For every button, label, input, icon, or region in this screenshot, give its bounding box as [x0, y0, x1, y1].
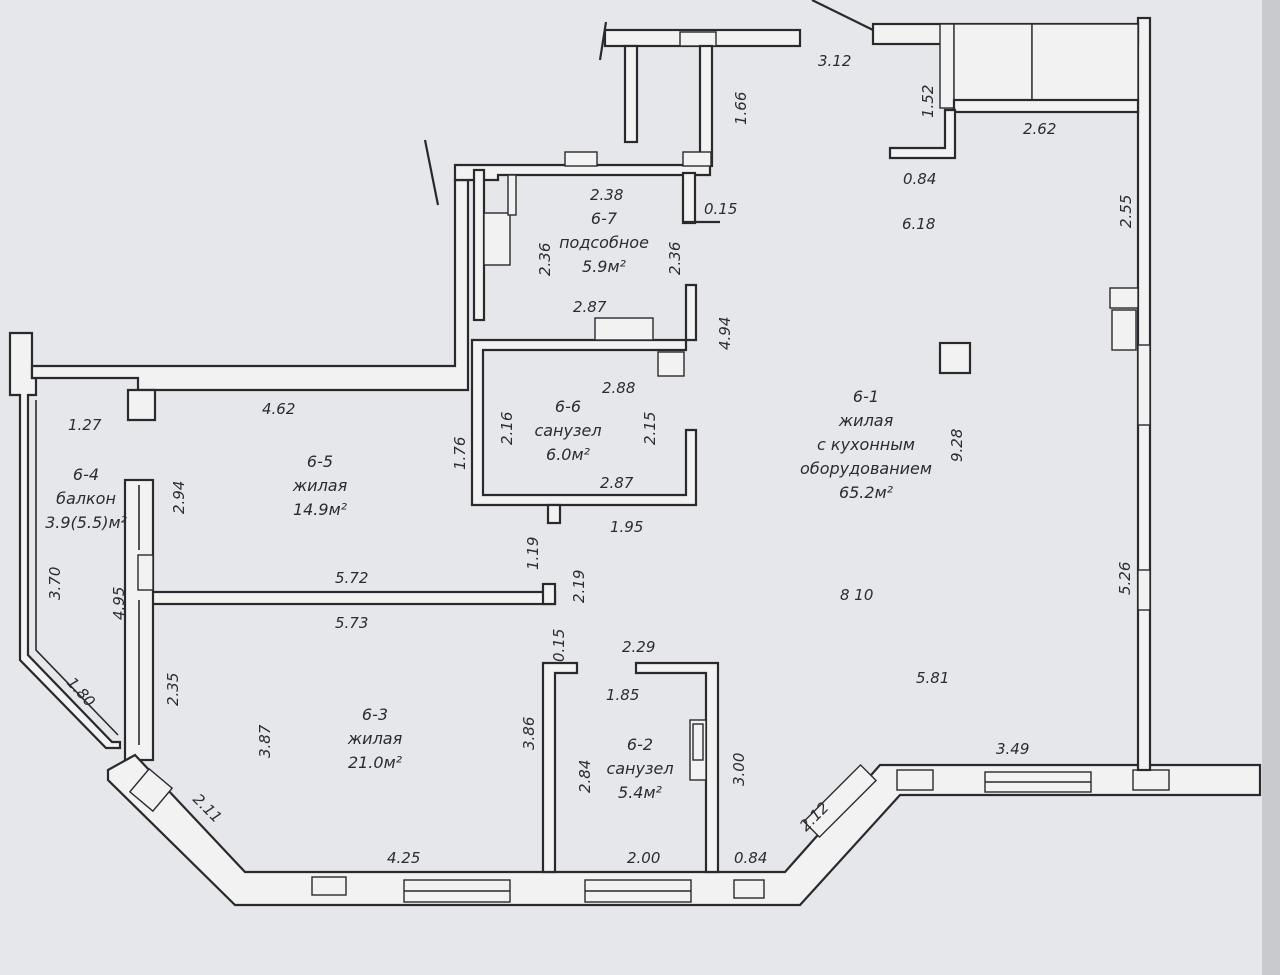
dim-3-12: 3.12 — [818, 52, 851, 70]
room-label-line: балкон — [56, 489, 116, 508]
dim-2-55: 2.55 — [1117, 195, 1135, 228]
dim-0-15-mid: 0.15 — [550, 629, 568, 662]
dim-3-70: 3.70 — [46, 567, 64, 600]
table-background — [1262, 0, 1280, 975]
dim-6-18: 6.18 — [902, 215, 935, 233]
room-label-line: 3.9(5.5)м² — [45, 513, 127, 532]
dim-4-25: 4.25 — [387, 849, 420, 867]
room-6-7-label: 6-7 подсобное 5.9м² — [559, 209, 649, 276]
dim-1-66: 1.66 — [732, 92, 750, 125]
dim-2-36-left: 2.36 — [536, 243, 554, 276]
room-label-line: 6.0м² — [546, 445, 591, 464]
room-label-line: 6-4 — [73, 465, 99, 484]
room-label-line: 6-2 — [627, 735, 653, 754]
dim-1-27: 1.27 — [68, 416, 102, 434]
room-label-line: 14.9м² — [293, 500, 348, 519]
outer-wall-bottom — [106, 753, 1262, 907]
dim-5-72: 5.72 — [335, 569, 368, 587]
dim-2-88: 2.88 — [602, 379, 635, 397]
room-6-1-label: 6-1 жилая с кухонным оборудованием 65.2м² — [800, 387, 932, 502]
dim-5-26: 5.26 — [1116, 562, 1134, 595]
dim-5-73: 5.73 — [335, 614, 368, 632]
room-6-2-label: 6-2 санузел 5.4м² — [606, 735, 673, 802]
room-label-line: подсобное — [559, 233, 649, 252]
room-label-line: 6-3 — [362, 705, 388, 724]
dim-3-86: 3.86 — [520, 717, 538, 750]
dim-1-95: 1.95 — [610, 518, 643, 536]
dim-2-15: 2.15 — [641, 412, 659, 445]
room-label-line: 5.9м² — [582, 257, 627, 276]
room-6-5-label: 6-5 жилая 14.9м² — [292, 452, 348, 519]
dim-2-00: 2.00 — [627, 849, 660, 867]
dim-1-19: 1.19 — [524, 537, 542, 570]
dim-8-10: 8 10 — [840, 586, 873, 604]
walls — [8, 0, 1262, 907]
column — [938, 341, 972, 375]
room-label-line: жилая — [347, 729, 403, 748]
room-label-line: оборудованием — [800, 459, 932, 478]
room-label-groups: 6-1 жилая с кухонным оборудованием 65.2м² 6-2… — [45, 209, 932, 802]
dim-2-38: 2.38 — [590, 186, 623, 204]
dimension-labels: 1.66 3.12 1.52 2.62 0.84 2.55 6.18 2.38 … — [46, 52, 1135, 867]
dim-2-16: 2.16 — [498, 412, 516, 445]
room-label-line: 5.4м² — [618, 783, 663, 802]
room-label-line: санузел — [534, 421, 601, 440]
dim-0-15-top: 0.15 — [704, 200, 737, 218]
wall-6-5-6-3 — [148, 590, 557, 606]
room-6-3-label: 6-3 жилая 21.0м² — [347, 705, 403, 772]
dim-4-62: 4.62 — [262, 400, 295, 418]
dim-1-76: 1.76 — [451, 437, 469, 470]
wall-stub-6-5 — [126, 388, 157, 422]
room-label-line: жилая — [292, 476, 348, 495]
room-label-line: санузел — [606, 759, 673, 778]
room-label-line: жилая — [838, 411, 894, 430]
room-6-4-label: 6-4 балкон 3.9(5.5)м² — [45, 465, 127, 532]
dim-2-84: 2.84 — [576, 760, 594, 793]
dim-9-28: 9.28 — [948, 429, 966, 462]
dim-2-87-top: 2.87 — [573, 298, 607, 316]
dim-0-84-bottom: 0.84 — [734, 849, 767, 867]
dim-2-94: 2.94 — [170, 481, 188, 514]
dim-1-85: 1.85 — [606, 686, 639, 704]
dim-2-62: 2.62 — [1023, 120, 1056, 138]
room-label-line: 6-5 — [307, 452, 333, 471]
dim-3-00: 3.00 — [730, 753, 748, 786]
dim-2-19: 2.19 — [570, 570, 588, 603]
room-label-line: 6-1 — [853, 387, 879, 406]
room-label-line: 6-7 — [591, 209, 618, 228]
dim-2-87-bottom: 2.87 — [600, 474, 634, 492]
dim-1-52: 1.52 — [919, 85, 937, 118]
dim-4-94: 4.94 — [716, 317, 734, 350]
wall-top-6-5 — [30, 178, 470, 392]
room-label-line: с кухонным — [817, 435, 915, 454]
dim-5-81: 5.81 — [916, 669, 949, 687]
dim-3-87: 3.87 — [256, 724, 274, 758]
dim-2-36-right: 2.36 — [666, 242, 684, 275]
room-6-6-label: 6-6 санузел 6.0м² — [534, 397, 601, 464]
room-label-line: 6-6 — [555, 397, 581, 416]
dim-3-49: 3.49 — [996, 740, 1029, 758]
room-label-line: 65.2м² — [839, 483, 894, 502]
dim-2-29: 2.29 — [622, 638, 655, 656]
wall-6-2 — [541, 661, 579, 874]
dim-2-35: 2.35 — [164, 673, 182, 706]
dim-0-84-top: 0.84 — [903, 170, 936, 188]
dim-4-95: 4.95 — [110, 587, 128, 620]
room-label-line: 21.0м² — [348, 753, 403, 772]
